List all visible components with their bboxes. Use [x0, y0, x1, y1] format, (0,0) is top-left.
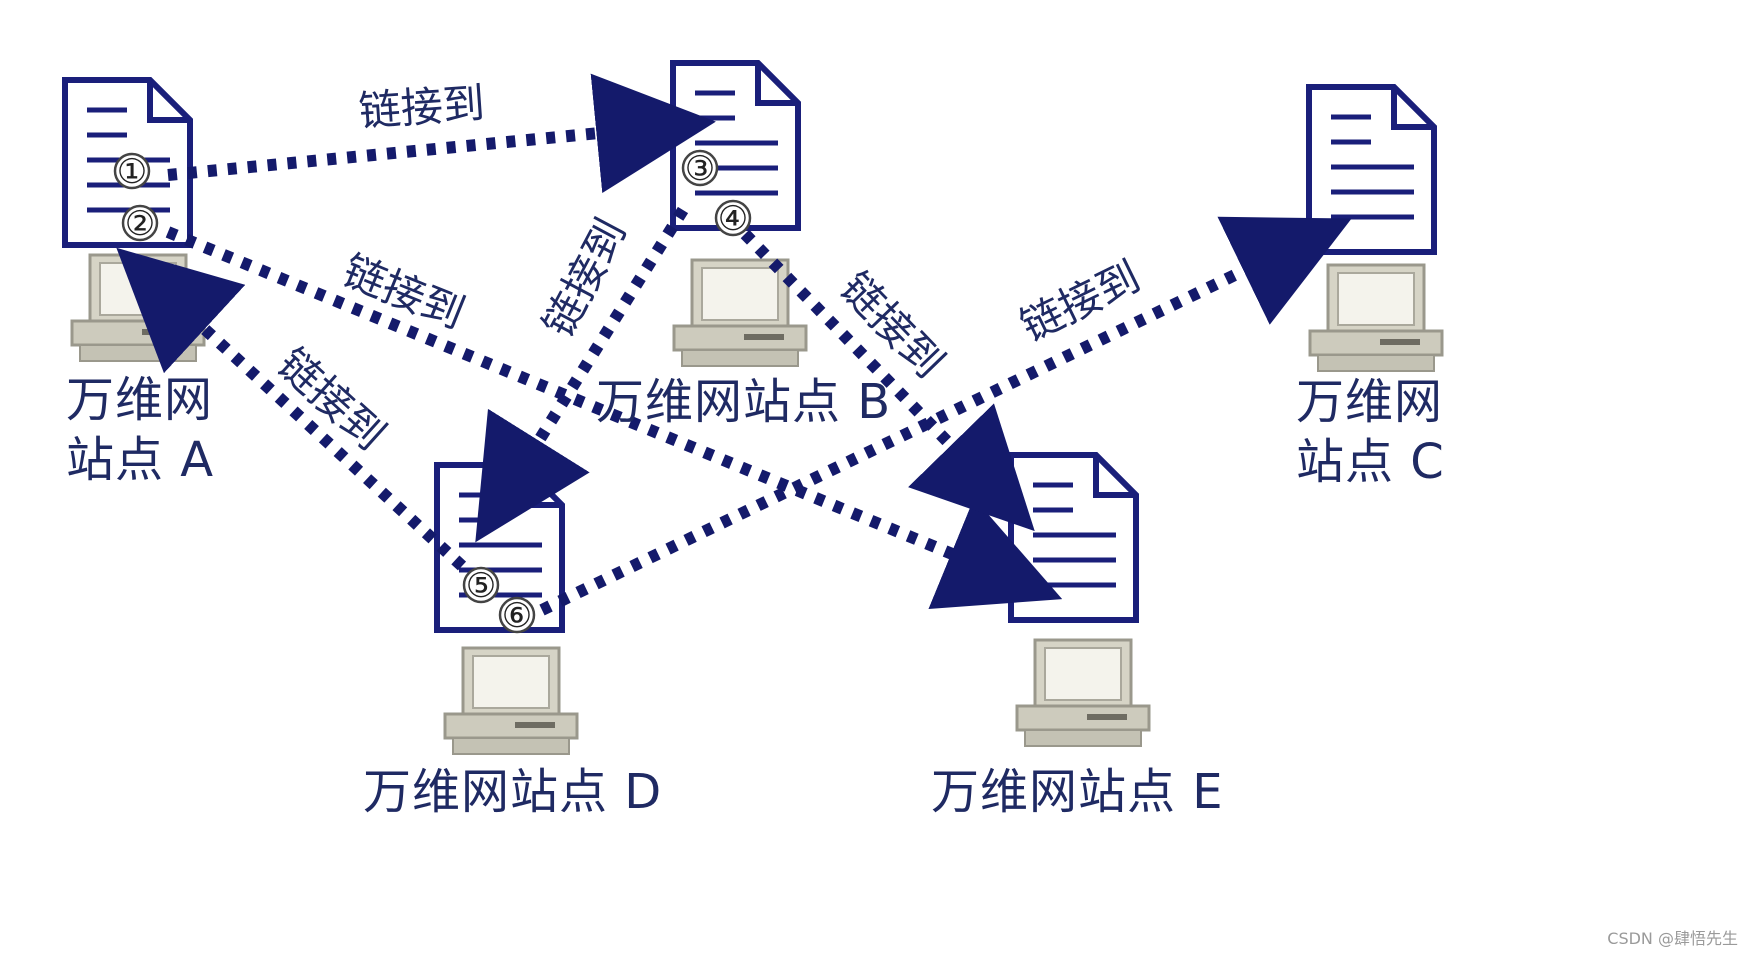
- anchor-circle-4: [714, 199, 752, 237]
- anchor-circle-1: [113, 152, 151, 190]
- link-arrow-6-d-to-c: [539, 216, 1352, 616]
- link-label-4: 链接到: [831, 263, 954, 388]
- document-icon-site-c: [1309, 87, 1434, 252]
- link-label-2: 链接到: [336, 246, 471, 339]
- anchor-circle-6: [498, 596, 536, 634]
- anchor-label-3: ③: [685, 149, 715, 189]
- anchor-label-5: ⑤: [466, 566, 496, 606]
- site-label-c: 万维网站点 C: [1296, 372, 1445, 492]
- link-arrow-4-b-to-e: [740, 229, 1035, 532]
- computer-icon-site-e: [1015, 638, 1151, 748]
- site-label-a: 万维网站点 A: [66, 370, 214, 490]
- link-label-6: 链接到: [1013, 252, 1148, 351]
- link-arrow-3-b-to-d: [475, 206, 689, 543]
- computer-icon-site-b: [672, 258, 808, 368]
- site-label-d: 万维网站点 D: [363, 764, 663, 820]
- anchor-label-2: ②: [125, 204, 155, 244]
- anchor-label-1: ①: [117, 152, 147, 192]
- site-label-b: 万维网站点 B: [596, 374, 892, 430]
- site-label-a-line1: 万维网: [66, 372, 214, 428]
- anchor-label-6: ⑥: [502, 596, 532, 636]
- link-arrow-5-d-to-a: [116, 247, 467, 571]
- link-label-3: 链接到: [534, 210, 636, 344]
- site-label-a-line2: 站点 A: [66, 432, 215, 488]
- anchor-label-4: ④: [718, 199, 748, 239]
- anchor-circle-5: [462, 566, 500, 604]
- site-label-e: 万维网站点 E: [931, 764, 1224, 820]
- site-label-c-line1: 万维网: [1296, 374, 1444, 430]
- link-label-1: 链接到: [357, 78, 486, 136]
- anchor-markers: ① ② ③ ④ ⑤ ⑥: [113, 149, 752, 636]
- anchor-circle-3: [681, 149, 719, 187]
- link-arrow-2-a-to-e: [165, 226, 1063, 610]
- document-icon-site-e: [1011, 455, 1136, 620]
- computer-icon-site-a: [70, 253, 206, 363]
- computer-icon-site-d: [443, 646, 579, 756]
- link-arrow-1-a-to-b: [167, 73, 716, 194]
- watermark: CSDN @肆悟先生: [1607, 929, 1738, 948]
- computer-icon-site-c: [1308, 263, 1444, 373]
- anchor-circle-2: [121, 204, 159, 242]
- site-label-c-line2: 站点 C: [1296, 434, 1445, 490]
